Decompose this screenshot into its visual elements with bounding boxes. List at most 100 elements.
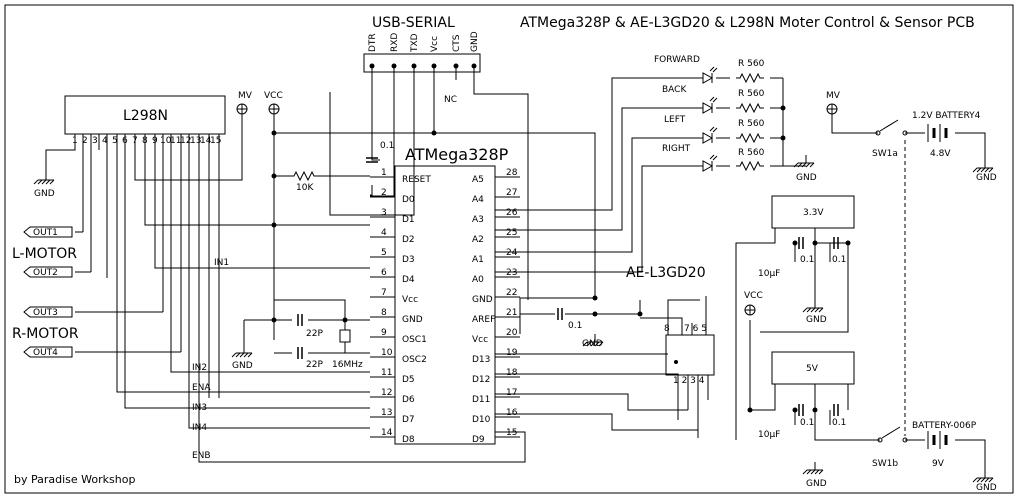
mcu-pin-name-7: Vcc xyxy=(402,295,418,305)
mcu-pin-num-5: 5 xyxy=(381,248,387,258)
mcu-pin-num-13: 13 xyxy=(381,408,392,418)
gnd-label-1: GND xyxy=(34,189,55,199)
vcc-symbol-left: VCC xyxy=(264,91,283,115)
reg33-capacitors: 0.1 0.1 10µF xyxy=(758,236,846,279)
out1-tag: OUT1 xyxy=(23,226,73,238)
sw1a-label: SW1a xyxy=(872,149,898,159)
sensor-label: AE-L3GD20 xyxy=(626,265,706,281)
mcu-pin-name-5: D3 xyxy=(402,255,415,265)
usb-pin-label-txd: TXD xyxy=(410,33,420,53)
mcu-pin-name-24: A1 xyxy=(472,255,484,265)
led-left-resistor: R 560 xyxy=(738,119,765,129)
l298n-pin-13: 13 xyxy=(190,136,201,146)
sw1b-label: SW1b xyxy=(872,459,898,469)
mcu-pin-num-20: 20 xyxy=(506,328,518,338)
led-forward-resistor: R 560 xyxy=(738,59,765,69)
mcu-pin-name-11: D5 xyxy=(402,375,415,385)
battery2-voltage: 9V xyxy=(932,459,945,469)
usb-pin-label-vcc: Vcc xyxy=(430,36,440,52)
mcu-pin-name-13: D7 xyxy=(402,415,415,425)
r10k-label: 10K xyxy=(296,183,314,193)
c22p-label-1: 22P xyxy=(306,329,323,339)
mcu-pin-name-9: OSC1 xyxy=(402,335,427,345)
l298n-label: L298N xyxy=(123,108,168,124)
out4-tag: OUT4 xyxy=(23,346,73,358)
gnd-label-6: GND xyxy=(806,479,827,489)
battery-1 xyxy=(927,124,948,142)
reg5-label: 5V xyxy=(806,364,819,374)
mcu-pin-name-28: A5 xyxy=(472,175,484,185)
mcu-pin-num-8: 8 xyxy=(381,308,387,318)
mcu-pin-name-18: D12 xyxy=(472,375,490,385)
out1-label: OUT1 xyxy=(33,228,58,238)
usb-serial-label: USB-SERIAL xyxy=(372,15,455,31)
net-in1: IN1 xyxy=(214,258,229,268)
led-forward-label: FORWARD xyxy=(654,55,700,65)
mcu-pin-num-10: 10 xyxy=(381,348,393,358)
mcu-pin-num-26: 26 xyxy=(506,208,518,218)
reg5-cap1: 0.1 xyxy=(800,418,814,428)
mcu-pin-name-19: D13 xyxy=(472,355,490,365)
l298n-pin-12: 12 xyxy=(180,136,191,146)
mcu-pin-name-4: D2 xyxy=(402,235,415,245)
gnd-label-7: GND xyxy=(976,173,997,183)
gnd-symbols: GND GND GND GND GND GND GND GND xyxy=(33,154,997,493)
net-in3: IN3 xyxy=(192,403,207,413)
mcu-pin-num-17: 17 xyxy=(506,388,517,398)
gyro-sensor: AE-L3GD20 8 7 6 5 1 2 3 4 xyxy=(626,265,715,438)
mcu-pin-name-25: A2 xyxy=(472,235,484,245)
mcu-pin-num-14: 14 xyxy=(381,428,393,438)
aref-cap-label: 0.1 xyxy=(568,321,582,331)
mcu-pin-num-25: 25 xyxy=(506,228,517,238)
mcu-pin-name-15: D9 xyxy=(472,435,485,445)
net-ena: ENA xyxy=(192,383,211,393)
l298n-pin-2: 2 xyxy=(82,136,88,146)
switch-sw1a xyxy=(875,119,908,136)
out2-tag: OUT2 xyxy=(23,266,73,278)
mcu-pin-name-3: D1 xyxy=(402,215,415,225)
junctions xyxy=(271,63,851,413)
vcc-label-right: VCC xyxy=(744,291,763,301)
mcu-pin-num-18: 18 xyxy=(506,368,518,378)
l298n-pin-4: 4 xyxy=(102,136,108,146)
mcu-pin-num-4: 4 xyxy=(381,228,387,238)
osc-capacitors: 22P 22P xyxy=(297,313,323,370)
out4-label: OUT4 xyxy=(33,348,58,358)
led-right-label: RIGHT xyxy=(662,144,691,154)
mcu-pin-num-23: 23 xyxy=(506,268,517,278)
l-motor-label: L-MOTOR xyxy=(12,246,77,262)
reg5-capacitors: 0.1 0.1 10µF xyxy=(758,403,846,440)
led-back: BACK R 560 xyxy=(662,85,765,114)
net-in4: IN4 xyxy=(192,423,207,433)
vcc-label-left: VCC xyxy=(264,91,283,101)
sensor-bottom-pins: 1 2 3 4 xyxy=(673,376,705,386)
mcu-pin-name-8: GND xyxy=(402,315,423,325)
mcu-pin-name-22: GND xyxy=(472,295,493,305)
reg33-cap1: 0.1 xyxy=(800,255,814,265)
out3-tag: OUT3 xyxy=(23,306,73,318)
usb-pin-label-rxd: RXD xyxy=(390,33,400,52)
reg33-c10u: 10µF xyxy=(758,269,780,279)
diagram-title: ATMega328P & AE-L3GD20 & L298N Moter Con… xyxy=(520,15,975,31)
mcu-pin-name-26: A3 xyxy=(472,215,484,225)
led-right: RIGHT R 560 xyxy=(662,144,765,172)
mcu-pin-name-6: D4 xyxy=(402,275,415,285)
mcu-pin-num-19: 19 xyxy=(506,348,518,358)
mcu-pin-name-12: D6 xyxy=(402,395,415,405)
mcu-pin-num-9: 9 xyxy=(381,328,387,338)
mcu-pin-num-3: 3 xyxy=(381,208,387,218)
mcu-pin-num-12: 12 xyxy=(381,388,392,398)
battery2-label: BATTERY-006P xyxy=(912,421,977,431)
nc-label: NC xyxy=(444,95,457,105)
mcu-pin-name-2: D0 xyxy=(402,195,415,205)
mcu-pin-num-21: 21 xyxy=(506,308,517,318)
regulator-3v3: 3.3V xyxy=(771,195,855,229)
l298n-pin-11: 11 xyxy=(170,136,181,146)
dtr-capacitor: 0.1 xyxy=(366,141,394,163)
reg33-label: 3.3V xyxy=(803,208,824,218)
gnd-label-5: GND xyxy=(806,315,827,325)
battery1-label: 1.2V BATTERY4 xyxy=(912,111,981,121)
mcu-pin-name-1: RESET xyxy=(402,175,431,185)
net-in2: IN2 xyxy=(192,363,207,373)
